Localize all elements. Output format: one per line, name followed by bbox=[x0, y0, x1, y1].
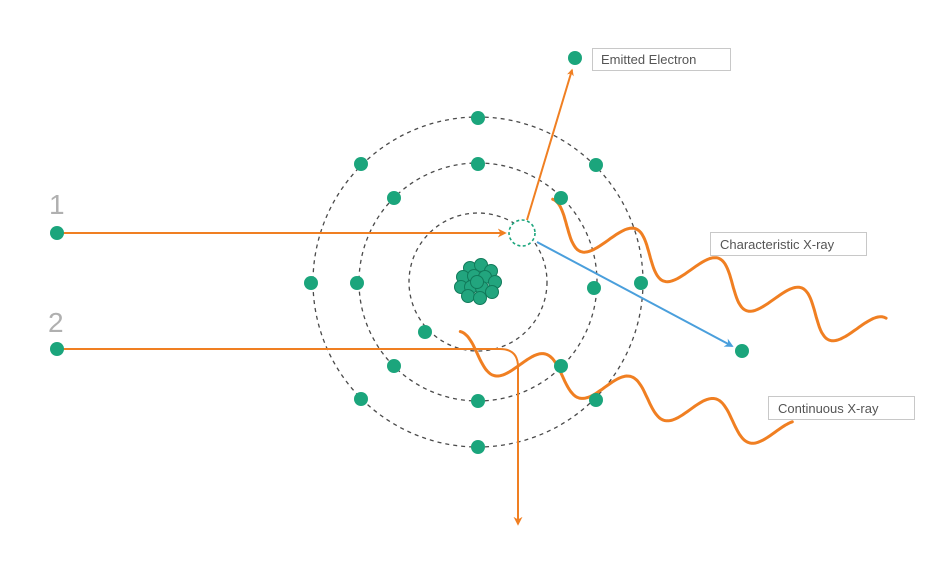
electron bbox=[387, 359, 401, 373]
incident-electron-2 bbox=[50, 342, 64, 356]
electron-vacancy bbox=[508, 219, 536, 247]
characteristic-xray-wave bbox=[551, 197, 888, 343]
callout-label: Characteristic X-ray bbox=[720, 237, 835, 252]
electron bbox=[471, 440, 485, 454]
beam-1-label: 1 bbox=[49, 189, 65, 220]
electron bbox=[471, 394, 485, 408]
incident-electron-1 bbox=[50, 226, 64, 240]
beam-2-label: 2 bbox=[48, 307, 64, 338]
electron bbox=[554, 191, 568, 205]
emitted-electron-arrow bbox=[526, 68, 574, 221]
shell-inner bbox=[408, 212, 548, 352]
characteristic-xray-arrow bbox=[536, 241, 734, 347]
callout-label: Continuous X-ray bbox=[778, 401, 879, 416]
electron bbox=[589, 158, 603, 172]
middle-shell-electrons bbox=[350, 157, 601, 408]
nucleon bbox=[461, 289, 475, 303]
outer-shell-electrons bbox=[304, 111, 648, 454]
electron bbox=[589, 393, 603, 407]
electron bbox=[587, 281, 601, 295]
electron bbox=[354, 157, 368, 171]
callout-box bbox=[768, 396, 915, 420]
emitted-electron bbox=[568, 51, 582, 65]
callout-label: Emitted Electron bbox=[601, 52, 696, 67]
electron bbox=[471, 157, 485, 171]
callout-emitted-electron: Emitted Electron bbox=[592, 48, 731, 71]
nucleon bbox=[473, 291, 487, 305]
callout-continuous-xray: Continuous X-ray bbox=[768, 396, 915, 420]
electron bbox=[634, 276, 648, 290]
callout-characteristic-xray: Characteristic X-ray bbox=[710, 232, 867, 256]
inner-shell-electrons bbox=[418, 219, 536, 339]
electron bbox=[418, 325, 432, 339]
transition-electron bbox=[735, 344, 749, 358]
incident-beam-2-arrow bbox=[57, 348, 523, 526]
electron bbox=[554, 359, 568, 373]
electron bbox=[350, 276, 364, 290]
callout-box bbox=[710, 232, 867, 256]
nucleon bbox=[485, 285, 499, 299]
electron bbox=[387, 191, 401, 205]
nucleus bbox=[454, 258, 502, 305]
callout-box bbox=[592, 48, 731, 71]
electron bbox=[354, 392, 368, 406]
nucleon bbox=[470, 275, 484, 289]
electron bbox=[304, 276, 318, 290]
electron bbox=[471, 111, 485, 125]
continuous-xray-wave bbox=[458, 330, 794, 445]
